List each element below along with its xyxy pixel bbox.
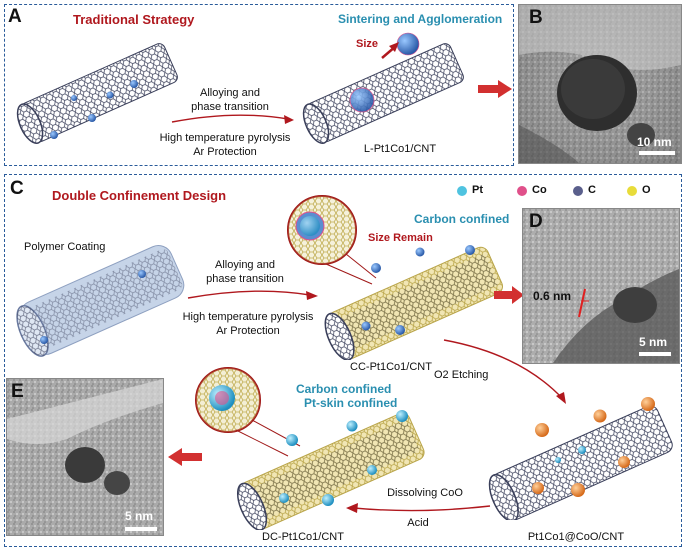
c-step-top-line1: Alloying and xyxy=(215,259,275,271)
legend-co: Co xyxy=(532,184,547,196)
panel-b-letter: B xyxy=(529,7,543,28)
d-scale-label: 5 nm xyxy=(639,335,668,349)
arrow-to-e xyxy=(168,448,202,466)
tem-image-e: E 5 nm xyxy=(6,378,164,536)
coo-product-label: Pt1Co1@CoO/CNT xyxy=(527,531,625,543)
arrow-to-b xyxy=(478,80,512,98)
panel-c-title: Double Confinement Design xyxy=(52,188,227,203)
panel-a-frame xyxy=(4,4,514,166)
panel-a-letter: A xyxy=(8,6,22,27)
panel-a-title: Traditional Strategy xyxy=(73,12,195,27)
a-step-top-line1: Alloying and xyxy=(200,87,260,99)
dissolving-arrow xyxy=(346,503,491,513)
panel-e-letter: E xyxy=(11,381,24,402)
size-remain-label: Size Remain xyxy=(368,232,433,244)
a-step-top-line2: phase transition xyxy=(191,101,269,113)
panel-d-letter: D xyxy=(529,211,543,232)
carbon-confined-label: Carbon confined xyxy=(414,212,510,226)
arrow-to-d xyxy=(494,286,524,304)
size-label: Size xyxy=(356,38,379,50)
polymer-coating-label: Polymer Coating xyxy=(24,241,106,253)
panel-c-frame xyxy=(4,174,682,547)
a-step-bottom-line1: High temperature pyrolysis xyxy=(159,132,291,144)
dc-carbon-confined-label: Carbon confined xyxy=(296,382,392,396)
e-scale-label: 5 nm xyxy=(125,509,154,523)
dc-product-label: DC-Pt1Co1/CNT xyxy=(262,531,344,543)
etching-label: O2 Etching xyxy=(434,369,489,381)
polymer-coated-tube xyxy=(16,245,185,357)
legend-o: O xyxy=(642,184,651,196)
tem-image-b: B 10 nm xyxy=(518,4,682,164)
a-step-top: Alloying and phase transition xyxy=(170,86,290,114)
b-scale-label: 10 nm xyxy=(637,135,672,149)
c-step-bottom: High temperature pyrolysis Ar Protection xyxy=(168,310,328,338)
legend-pt: Pt xyxy=(472,184,483,196)
a-product-label: L-Pt1Co1/CNT xyxy=(363,143,437,155)
dc-cnt-tube xyxy=(236,410,425,530)
legend-swatches xyxy=(457,186,637,196)
d-lattice-label: 0.6 nm xyxy=(533,289,572,303)
a-step-bottom-line2: Ar Protection xyxy=(193,146,257,158)
element-legend: Pt Co C O xyxy=(456,182,676,200)
dc-pt-skin-label: Pt-skin confined xyxy=(304,396,398,410)
c-process-arrow xyxy=(187,290,318,300)
a-process-arrow xyxy=(171,114,294,124)
zoom-inset-dc xyxy=(195,367,301,457)
cc-cnt-tube xyxy=(324,245,503,360)
c-step-top: Alloying and phase transition xyxy=(180,258,310,286)
tem-image-d: D 0.6 nm 5 nm xyxy=(522,208,680,364)
zoom-inset-cc xyxy=(287,195,377,285)
c-step-bottom-line2: Ar Protection xyxy=(216,325,280,337)
dissolving-label: Dissolving CoO xyxy=(387,487,463,499)
etching-arrow xyxy=(443,339,566,404)
cc-product-label: CC-Pt1Co1/CNT xyxy=(350,361,432,373)
panel-c-letter: C xyxy=(10,178,24,199)
c-step-bottom-line1: High temperature pyrolysis xyxy=(182,311,314,323)
cnt-tube-a2 xyxy=(302,32,464,144)
sintering-label: Sintering and Agglomeration xyxy=(338,12,503,26)
coo-cnt-tube xyxy=(488,397,673,520)
c-step-top-line2: phase transition xyxy=(206,273,284,285)
a-step-bottom: High temperature pyrolysis Ar Protection xyxy=(150,131,300,159)
cnt-tube-a1 xyxy=(16,43,178,144)
acid-label: Acid xyxy=(407,517,429,529)
legend-c: C xyxy=(588,184,596,196)
